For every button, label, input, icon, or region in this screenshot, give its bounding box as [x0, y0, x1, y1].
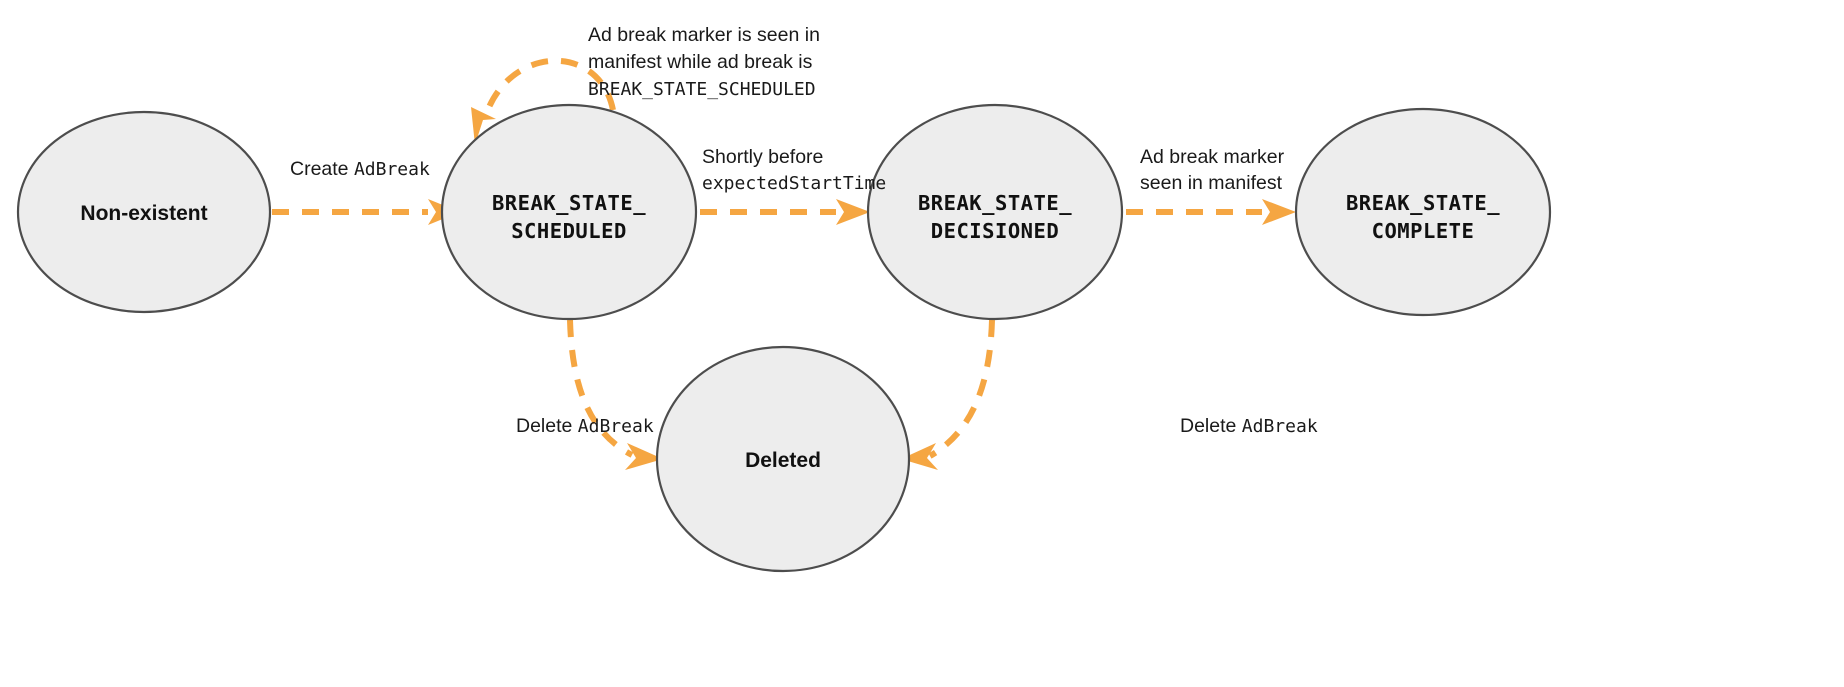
state-node-non-existent-shape[interactable]: [16, 110, 272, 314]
edge-label-scheduled-self-loop-line1: Ad break marker is seen in: [588, 24, 820, 46]
state-node-break-state-scheduled-shape[interactable]: [440, 103, 698, 321]
edge-label-create-adbreak-seg2: AdBreak: [354, 159, 430, 180]
edge-decisioned-to-complete-arrowhead: [1262, 199, 1296, 225]
edge-scheduled-to-deleted: [567, 319, 663, 470]
edge-label-scheduled-to-decisioned-line1: Shortly before: [702, 146, 823, 168]
edge-label-scheduled-to-deleted-seg2: AdBreak: [578, 416, 654, 437]
state-node-break-state-complete-label-line1: BREAK_STATE_: [1346, 191, 1500, 215]
edge-label-decisioned-to-deleted-seg2: AdBreak: [1242, 416, 1318, 437]
state-node-break-state-decisioned-label-line1: BREAK_STATE_: [918, 191, 1072, 215]
state-node-break-state-complete-label-line2: COMPLETE: [1372, 219, 1475, 243]
edge-label-scheduled-to-decisioned: Shortly before expectedStartTime: [702, 146, 886, 194]
edge-create-adbreak: [272, 199, 460, 225]
state-node-deleted[interactable]: Deleted: [655, 345, 911, 573]
state-node-break-state-decisioned-shape[interactable]: [866, 103, 1124, 321]
state-node-break-state-decisioned[interactable]: BREAK_STATE_ DECISIONED: [866, 103, 1124, 321]
state-node-break-state-scheduled[interactable]: BREAK_STATE_ SCHEDULED: [440, 103, 698, 321]
edge-scheduled-to-decisioned-arrowhead: [836, 199, 870, 225]
edge-label-scheduled-to-deleted: Delete AdBreak: [516, 415, 654, 437]
state-node-break-state-decisioned-label-line2: DECISIONED: [931, 219, 1059, 243]
edge-label-create-adbreak-seg1: Create: [290, 158, 354, 180]
edge-label-scheduled-self-loop: Ad break marker is seen in manifest whil…: [588, 24, 820, 100]
edge-label-decisioned-to-complete: Ad break marker seen in manifest: [1140, 146, 1285, 194]
state-node-deleted-label: Deleted: [745, 449, 821, 472]
state-node-break-state-scheduled-label-line1: BREAK_STATE_: [492, 191, 646, 215]
edge-label-decisioned-to-deleted-seg1: Delete: [1180, 415, 1242, 437]
edge-scheduled-self-loop-arrowhead: [471, 107, 496, 145]
svg-text:Delete AdBreak: Delete AdBreak: [516, 415, 654, 437]
edge-scheduled-self-loop: [471, 57, 616, 145]
edge-decisioned-to-deleted-arrowhead: [901, 443, 938, 470]
state-node-break-state-complete[interactable]: BREAK_STATE_ COMPLETE: [1294, 107, 1552, 317]
edge-label-scheduled-to-deleted-seg1: Delete: [516, 415, 578, 437]
state-node-break-state-scheduled-label-line2: SCHEDULED: [511, 219, 627, 243]
state-node-non-existent-label: Non-existent: [80, 202, 207, 225]
edge-label-scheduled-self-loop-line2: manifest while ad break is: [588, 51, 813, 73]
edge-label-decisioned-to-complete-line1: Ad break marker: [1140, 146, 1285, 168]
state-node-break-state-complete-shape[interactable]: [1294, 107, 1552, 317]
edge-label-scheduled-to-decisioned-line2: expectedStartTime: [702, 173, 886, 194]
edge-label-scheduled-self-loop-line3: BREAK_STATE_SCHEDULED: [588, 79, 816, 100]
edge-label-decisioned-to-complete-line2: seen in manifest: [1140, 172, 1283, 194]
edge-decisioned-to-deleted: [901, 319, 995, 470]
svg-text:Delete AdBreak: Delete AdBreak: [1180, 415, 1318, 437]
svg-text:Create AdBreak: Create AdBreak: [290, 158, 430, 180]
edge-scheduled-to-deleted-arrowhead: [625, 443, 663, 470]
state-node-deleted-shape[interactable]: [655, 345, 911, 573]
edge-label-create-adbreak: Create AdBreak: [290, 158, 430, 180]
edge-decisioned-to-complete: [1126, 199, 1296, 225]
edge-decisioned-to-deleted-line: [928, 319, 995, 459]
state-node-non-existent[interactable]: Non-existent: [16, 110, 272, 314]
edge-label-decisioned-to-deleted: Delete AdBreak: [1180, 415, 1318, 437]
edge-scheduled-to-decisioned: [700, 199, 870, 225]
